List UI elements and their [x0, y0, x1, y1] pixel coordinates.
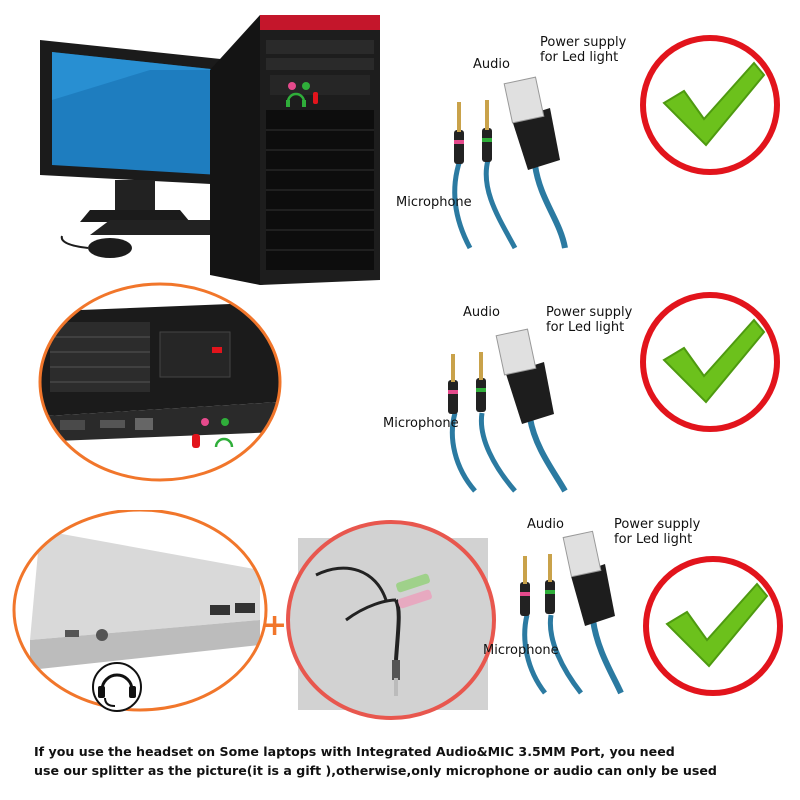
plugs-illustration-1 [452, 76, 568, 250]
footer-note: If you use the headset on Some laptops w… [34, 742, 794, 780]
check-circle-3 [643, 556, 783, 696]
audio-label-1: Audio [473, 57, 510, 72]
footer-line-1: If you use the headset on Some laptops w… [34, 744, 675, 759]
check-icon [665, 582, 769, 668]
silver-laptop-illustration [12, 510, 268, 712]
mic-label-3: Microphone [483, 643, 559, 658]
desktop-computer-illustration [40, 15, 380, 285]
footer-line-2: use our splitter as the picture(it is a … [34, 763, 717, 778]
plugs-illustration-2 [448, 328, 568, 493]
audio-label-3: Audio [527, 517, 564, 532]
plus-sign: + [262, 608, 288, 643]
audio-label-2: Audio [463, 305, 500, 320]
splitter-cable-photo [286, 520, 496, 720]
laptop-ports-closeup [38, 282, 282, 482]
plugs-illustration-3 [520, 530, 624, 695]
power-label-3: Power supply for Led light [614, 517, 701, 547]
check-icon [662, 318, 766, 404]
check-circle-2 [640, 292, 780, 432]
mic-label-1: Microphone [396, 195, 472, 210]
power-label-2: Power supply for Led light [546, 305, 633, 335]
mic-label-2: Microphone [383, 416, 459, 431]
check-icon [662, 61, 766, 147]
power-label-1: Power supply for Led light [540, 35, 627, 65]
check-circle-1 [640, 35, 780, 175]
